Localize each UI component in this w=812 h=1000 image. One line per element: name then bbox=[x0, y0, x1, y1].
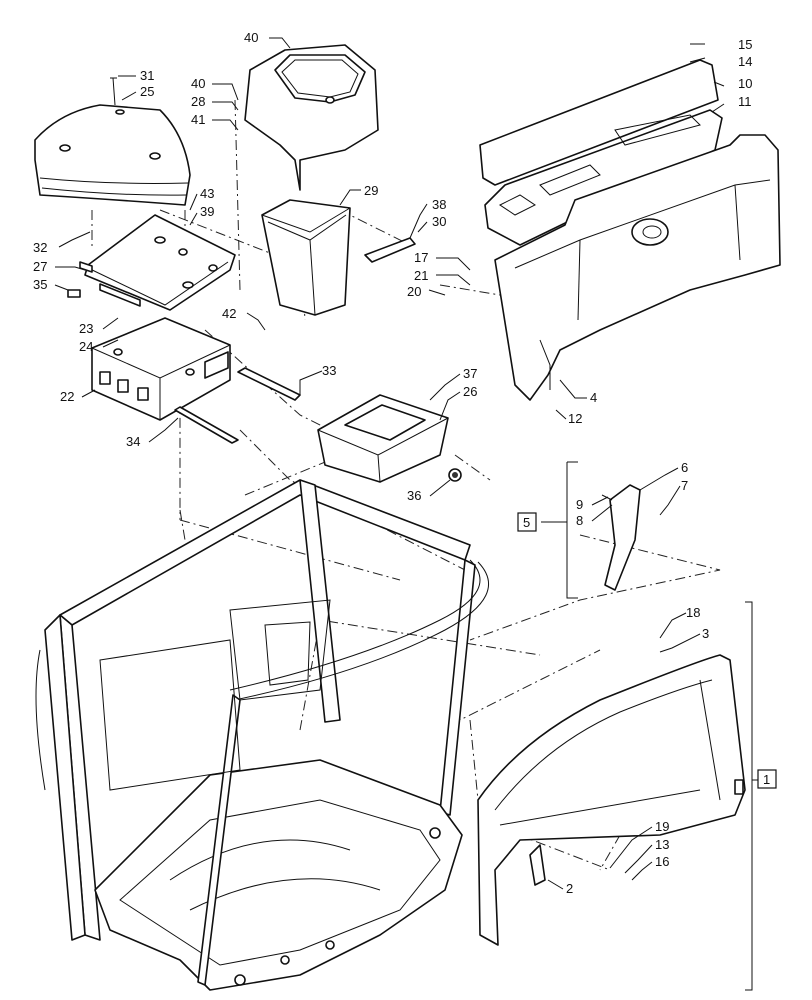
callout-26: 26 bbox=[463, 384, 477, 399]
callout-30: 30 bbox=[432, 214, 446, 229]
callout-8: 8 bbox=[576, 513, 583, 528]
callout-2: 2 bbox=[566, 881, 573, 896]
callout-39: 39 bbox=[200, 204, 214, 219]
tray bbox=[317, 394, 449, 483]
callout-42: 42 bbox=[222, 306, 236, 321]
callout-29: 29 bbox=[364, 183, 378, 198]
side-console bbox=[494, 134, 781, 401]
callout-28: 28 bbox=[191, 94, 205, 109]
callout-22: 22 bbox=[60, 389, 74, 404]
callout-11: 11 bbox=[738, 94, 752, 109]
callout-18: 18 bbox=[686, 605, 700, 620]
small-bracket bbox=[364, 237, 416, 263]
callout-33: 33 bbox=[322, 363, 336, 378]
callout-36: 36 bbox=[407, 488, 421, 503]
seal-assembly bbox=[566, 461, 641, 599]
callout-17: 17 bbox=[414, 250, 428, 265]
callout-37: 37 bbox=[463, 366, 477, 381]
callout-35: 35 bbox=[33, 277, 47, 292]
right-lower-panel bbox=[477, 601, 753, 991]
callout-32: 32 bbox=[33, 240, 47, 255]
callout-1-box bbox=[757, 769, 777, 789]
callout-23: 23 bbox=[79, 321, 93, 336]
callout-24: 24 bbox=[79, 339, 93, 354]
callout-16: 16 bbox=[655, 854, 669, 869]
callout-38: 38 bbox=[432, 197, 446, 212]
callout-1: 1 bbox=[763, 772, 770, 787]
callout-5-box bbox=[517, 512, 537, 532]
bracket-housing bbox=[91, 317, 231, 421]
callout-5: 5 bbox=[523, 515, 530, 530]
storage-bin bbox=[244, 44, 379, 191]
callout-43: 43 bbox=[200, 186, 214, 201]
callout-20: 20 bbox=[407, 284, 421, 299]
callout-13: 13 bbox=[655, 837, 669, 852]
upper-console bbox=[479, 59, 723, 246]
callout-21: 21 bbox=[414, 268, 428, 283]
callout-4: 4 bbox=[590, 390, 597, 405]
callout-10: 10 bbox=[738, 76, 752, 91]
callout-31: 31 bbox=[140, 68, 154, 83]
callout-40b: 40 bbox=[191, 76, 205, 91]
callout-14: 14 bbox=[738, 54, 752, 69]
callout-9: 9 bbox=[576, 497, 583, 512]
callout-labels: 40 31 25 40 28 41 15 14 10 11 29 38 30 4… bbox=[33, 30, 777, 896]
knob bbox=[448, 468, 462, 482]
bucket bbox=[261, 199, 351, 316]
cab-frame bbox=[35, 479, 489, 991]
callout-12: 12 bbox=[568, 411, 582, 426]
trim-strips bbox=[174, 367, 301, 444]
cover-panel bbox=[34, 77, 191, 206]
leader-lines bbox=[54, 37, 758, 890]
callout-41: 41 bbox=[191, 112, 205, 127]
callout-15: 15 bbox=[738, 37, 752, 52]
callout-6: 6 bbox=[681, 460, 688, 475]
callout-19: 19 bbox=[655, 819, 669, 834]
callout-34: 34 bbox=[126, 434, 140, 449]
callout-40a: 40 bbox=[244, 30, 258, 45]
callout-7: 7 bbox=[681, 478, 688, 493]
callout-27: 27 bbox=[33, 259, 47, 274]
callout-25: 25 bbox=[140, 84, 154, 99]
mounting-plate bbox=[67, 214, 236, 311]
callout-3: 3 bbox=[702, 626, 709, 641]
